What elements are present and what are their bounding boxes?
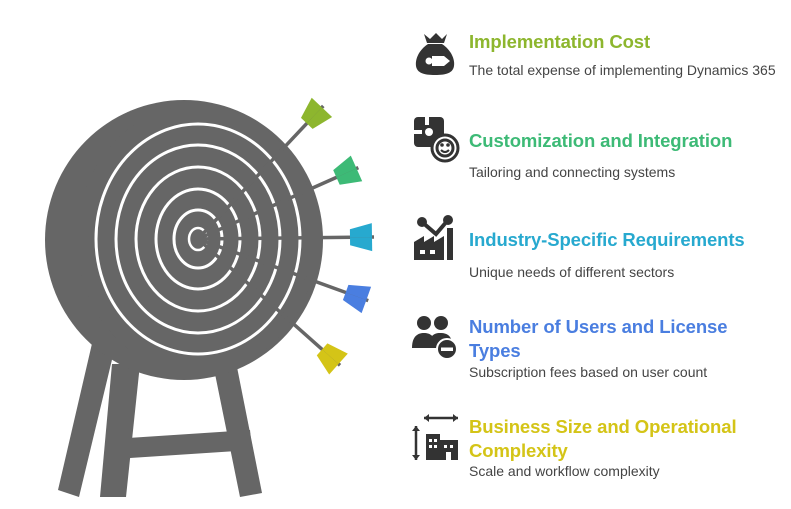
arrow-customization — [202, 155, 363, 239]
building-size-icon — [412, 414, 458, 460]
target-illustration — [45, 97, 375, 497]
arrow-fletching — [306, 107, 333, 129]
arrow-fletching — [349, 223, 372, 238]
arrow-shaft — [200, 104, 325, 236]
arrow-fletching — [336, 168, 363, 185]
arrow-users — [203, 239, 372, 314]
factor-title: Business Size and Operational Complexity — [469, 416, 737, 461]
factor-title: Implementation Cost — [469, 31, 651, 52]
factor-description: The total expense of implementing Dynami… — [469, 62, 776, 78]
arrow-industry — [203, 223, 375, 252]
factor-users-licenses: Number of Users and License Types Subscr… — [410, 312, 785, 382]
arrow-fletching — [316, 349, 339, 375]
target-stand — [58, 335, 262, 497]
arrow-fletching — [333, 155, 357, 178]
arrow-shaft — [202, 166, 360, 239]
factory-icon — [414, 215, 453, 260]
factor-title: Customization and Integration — [469, 130, 733, 151]
target-board — [45, 100, 323, 380]
arrow-business-size — [201, 241, 348, 375]
factor-implementation-cost: Implementation Cost The total expense of… — [410, 28, 785, 98]
factor-title: Industry-Specific Requirements — [469, 229, 745, 250]
factor-description: Subscription fees based on user count — [469, 364, 708, 380]
users-minus-icon — [412, 316, 458, 360]
factor-description: Scale and workflow complexity — [469, 463, 660, 479]
arrow-shaft — [201, 241, 342, 367]
factor-description: Tailoring and connecting systems — [469, 164, 676, 180]
arrow-fletching — [350, 237, 373, 252]
arrows-group — [200, 97, 375, 375]
arrow-fletching — [301, 97, 322, 124]
arrow-shaft — [203, 239, 369, 303]
factor-description: Unique needs of different sectors — [469, 264, 675, 280]
arrow-fletching — [342, 292, 367, 314]
arrow-fletching — [322, 343, 348, 364]
arrow-shaft — [203, 235, 375, 241]
puzzle-gear-icon — [414, 117, 460, 163]
factor-business-size: Business Size and Operational Complexity… — [410, 412, 785, 482]
arrow-implementation-cost — [200, 97, 333, 236]
money-bag-icon — [415, 33, 455, 75]
factor-title: Number of Users and License Types — [469, 316, 728, 361]
factor-customization-integration: Customization and Integration Tailoring … — [410, 113, 785, 183]
arrow-fletching — [345, 284, 372, 300]
factor-industry-requirements: Industry-Specific Requirements Unique ne… — [410, 212, 785, 282]
